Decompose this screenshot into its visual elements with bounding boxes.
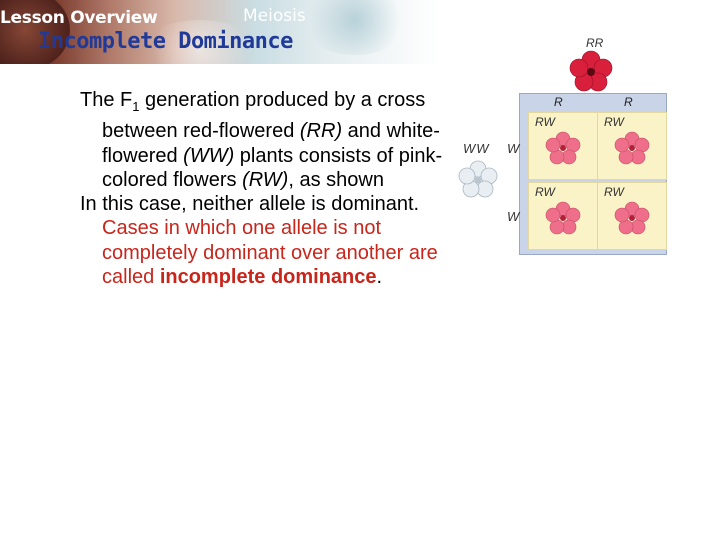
banner-decoration [0, 0, 70, 64]
red-flower-icon [569, 50, 613, 92]
text-span: plants consists of pink-colored flowers [102, 144, 443, 191]
pink-flower-icon [545, 201, 581, 235]
cell-genotype: RW [535, 185, 555, 199]
punnett-cell: RW [597, 182, 667, 250]
chapter-title: Meiosis [243, 6, 306, 26]
cell-genotype: RW [604, 185, 624, 199]
punnett-cell: RW [528, 112, 598, 180]
subscript: 1 [132, 99, 140, 114]
punnett-cell: RW [528, 182, 598, 250]
text-span: , as shown [288, 168, 384, 191]
parent-side-label: WW [463, 141, 490, 156]
genotype-rw: (RW) [242, 168, 289, 191]
pink-flower-icon [614, 131, 650, 165]
parent-top-label: RR [586, 36, 604, 50]
genotype-ww: (WW) [183, 144, 235, 167]
paragraph-incomplete-dominance: In this case, neither allele is dominant… [80, 192, 445, 289]
pink-flower-icon [545, 131, 581, 165]
punnett-grid: R R RW RW RW [519, 93, 667, 255]
header-banner: Lesson Overview Meiosis Incomplete Domin… [0, 0, 440, 64]
text-span: generation produced by a cross between r… [102, 89, 426, 143]
page-title: Incomplete Dominance [38, 29, 293, 54]
lesson-overview-label: Lesson Overview [0, 8, 158, 28]
text-span: The F [80, 89, 133, 111]
white-flower-icon [458, 160, 498, 198]
cell-genotype: RW [604, 115, 624, 129]
row-allele: W [507, 209, 520, 224]
body-text: The F1 generation produced by a cross be… [80, 88, 445, 289]
column-allele: R [624, 95, 633, 109]
cell-genotype: RW [535, 115, 555, 129]
pink-flower-icon [614, 201, 650, 235]
punnett-cell: RW [597, 112, 667, 180]
paragraph-f1-generation: The F1 generation produced by a cross be… [80, 88, 445, 192]
banner-decoration [300, 0, 410, 55]
text-span: In this case, neither allele is dominant… [80, 193, 420, 216]
banner-decoration [140, 20, 260, 64]
definition-text: Cases in which one allele is not complet… [102, 217, 438, 289]
genotype-rr: (RR) [299, 120, 343, 143]
column-allele: R [554, 95, 563, 109]
text-span: . [376, 266, 383, 289]
text-span: and white-flowered [102, 120, 440, 167]
row-allele: W [507, 141, 520, 156]
key-term: incomplete dominance [159, 266, 377, 289]
